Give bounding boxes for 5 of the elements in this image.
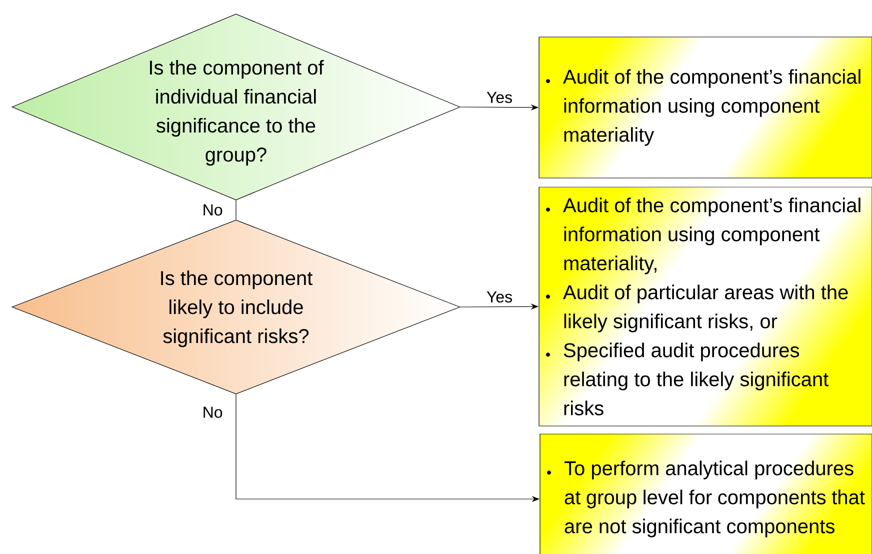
edge-label: Yes [486,291,512,303]
edge-label: No [204,204,222,216]
edge-label: Yes [486,92,512,104]
result-box: Audit of the component’s financial information using component materiality, Audit of particular areas with the likely significant risks, or Specified audit procedures relating to the likely significant risks [538,186,872,426]
edge-label: No [204,406,222,418]
